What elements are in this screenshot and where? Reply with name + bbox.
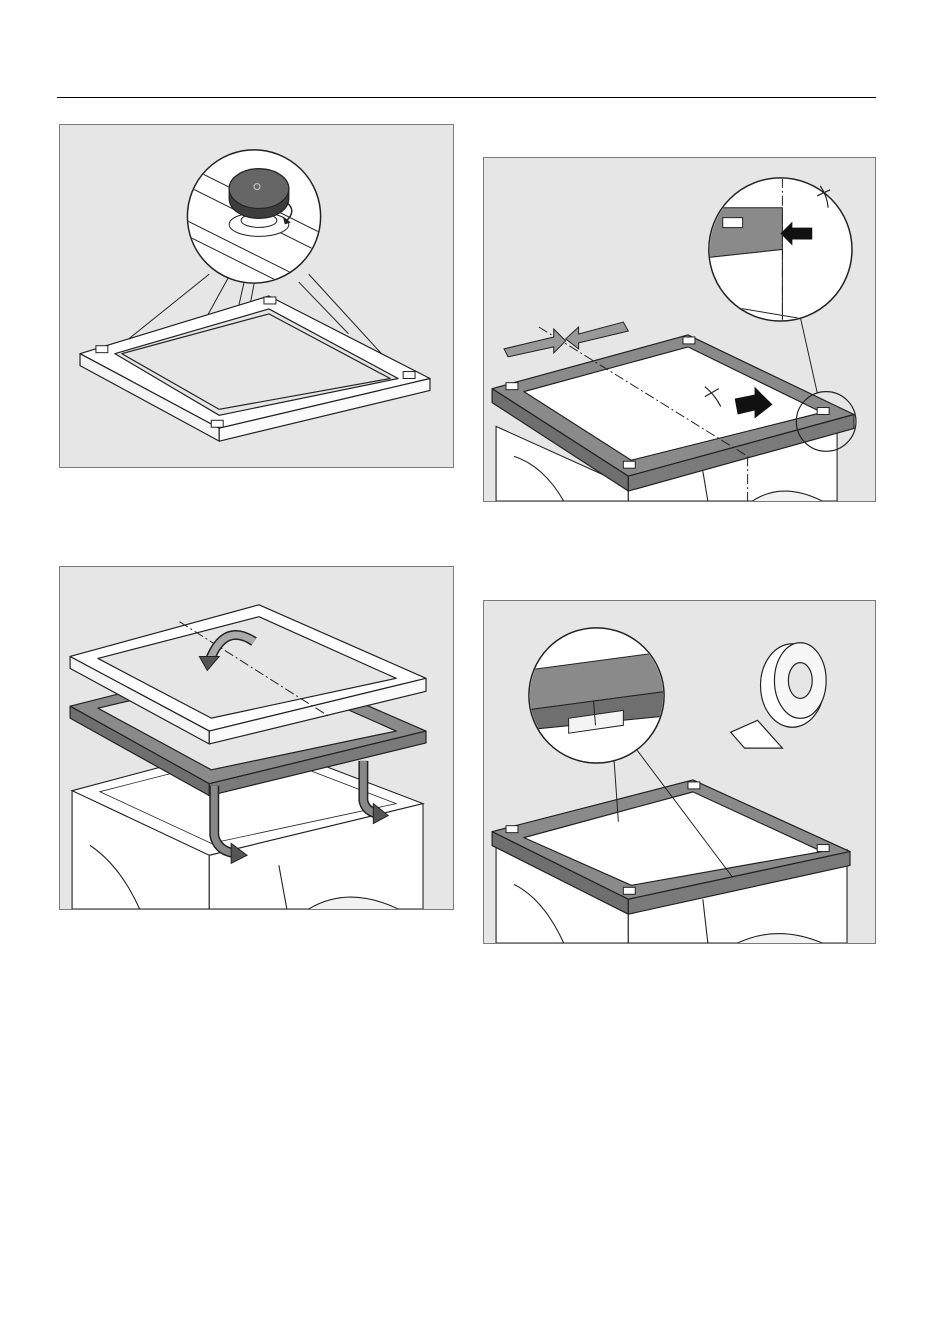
frame-flip-and-place-on-machine-icon bbox=[60, 567, 453, 909]
tape-securing-frame-detail-icon bbox=[484, 601, 875, 943]
illustration-tape-frame bbox=[483, 600, 876, 944]
page-footer bbox=[0, 1316, 120, 1324]
frame-alignment-on-machine-detail-icon bbox=[484, 158, 875, 501]
illustration-foot-pads bbox=[59, 124, 454, 468]
frame-with-foot-pad-detail-icon bbox=[60, 125, 453, 467]
header-rule bbox=[57, 97, 876, 98]
illustration-frame-alignment bbox=[483, 157, 876, 502]
illustration-frame-placement bbox=[59, 566, 454, 910]
